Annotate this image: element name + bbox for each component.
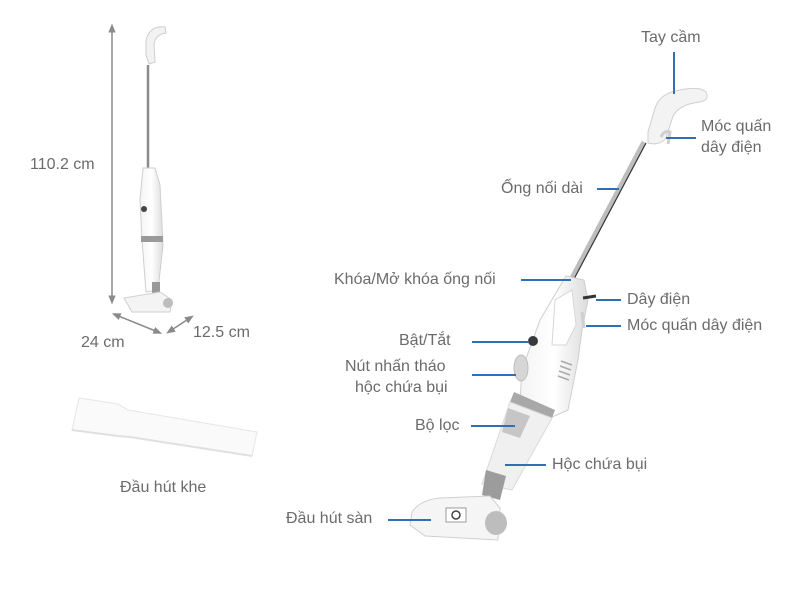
callout-line-handle bbox=[673, 52, 675, 94]
small-vacuum-illustration bbox=[123, 26, 173, 313]
callout-line-dust-container bbox=[505, 464, 546, 466]
callout-release-button-line1: Nút nhấn tháo bbox=[345, 358, 446, 375]
callout-cord-hook-top-line1: Móc quấn bbox=[701, 118, 772, 135]
height-dimension-label: 110.2 cm bbox=[30, 156, 95, 173]
callout-line-filter bbox=[471, 425, 515, 427]
callout-cord-hook-body: Móc quấn dây điện bbox=[627, 317, 763, 334]
large-vacuum-illustration bbox=[409, 87, 708, 541]
callout-dust-container: Hộc chứa bụi bbox=[552, 456, 648, 473]
callout-extension-tube: Ống nối dài bbox=[501, 180, 583, 197]
callout-line-power-cord bbox=[596, 299, 621, 301]
length-dimension-label: 24 cm bbox=[81, 334, 125, 351]
dimension-arrows bbox=[108, 23, 194, 334]
callout-tube-lock: Khóa/Mở khóa ống nối bbox=[334, 271, 496, 288]
callout-cord-hook-top-line2: dây điện bbox=[701, 139, 762, 156]
callout-handle: Tay cầm bbox=[641, 29, 701, 46]
crevice-tool-label: Đầu hút khe bbox=[120, 479, 207, 496]
crevice-tool-illustration bbox=[71, 397, 258, 457]
callout-line-tube-lock bbox=[521, 279, 571, 281]
callout-power-cord: Dây điện bbox=[627, 291, 691, 308]
callout-line-extension-tube bbox=[597, 188, 619, 190]
callout-line-floor-head bbox=[388, 519, 431, 521]
callout-line-cord-hook-top bbox=[666, 137, 696, 139]
callout-line-release-button bbox=[472, 374, 516, 376]
callout-floor-head: Đầu hút sàn bbox=[286, 510, 373, 527]
width-dimension-label: 12.5 cm bbox=[193, 324, 250, 341]
callout-power-switch: Bật/Tắt bbox=[399, 332, 451, 349]
callout-line-power-switch bbox=[472, 341, 529, 343]
callout-line-cord-hook-body bbox=[586, 325, 621, 327]
callout-filter: Bộ lọc bbox=[415, 417, 460, 434]
callout-release-button-line2: hộc chứa bụi bbox=[355, 379, 448, 396]
